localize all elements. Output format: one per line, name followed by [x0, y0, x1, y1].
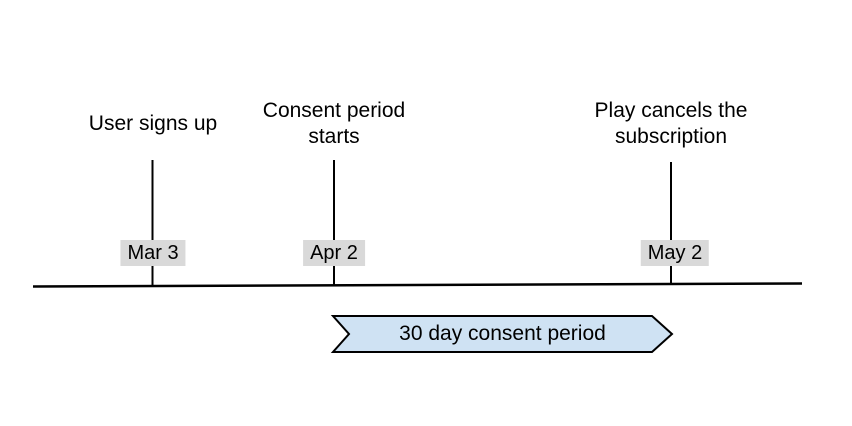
consent-ribbon-arrow — [330, 315, 674, 353]
consent-ribbon-label: 30 day consent period — [399, 322, 606, 345]
date-badge-apr2: Apr 2 — [303, 240, 365, 266]
event-title-play-cancels-subscription: Play cancels the subscription — [594, 99, 748, 148]
date-badge-mar3: Mar 3 — [120, 240, 186, 266]
event-title-consent-period-starts: Consent period starts — [262, 99, 406, 148]
event-title-user-signs-up: User signs up — [88, 112, 218, 135]
timeline-axis — [32, 282, 803, 288]
date-badge-may2: May 2 — [640, 240, 710, 266]
